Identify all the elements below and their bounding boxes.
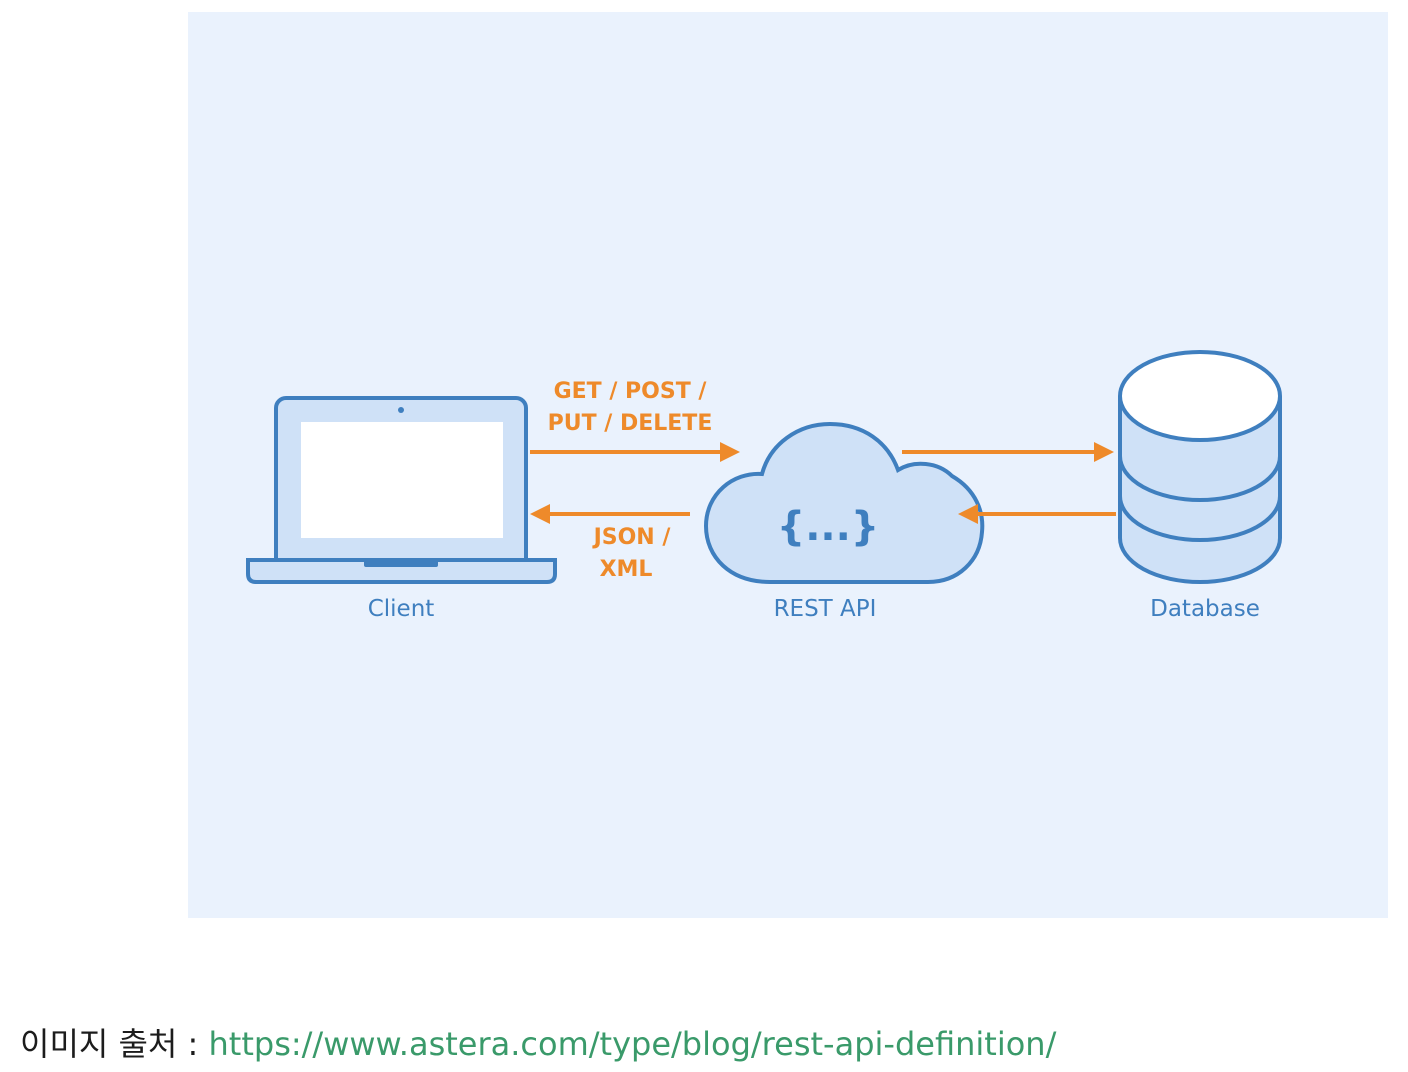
request-methods-label-line2: PUT / DELETE (548, 411, 713, 436)
diagram-canvas: Client GET / POST / PUT / DELETE JSON / … (246, 350, 1282, 622)
response-format-label-line2: XML (600, 557, 653, 582)
source-link[interactable]: https://www.astera.com/type/blog/rest-ap… (208, 1025, 1057, 1063)
rest-api-diagram: Client GET / POST / PUT / DELETE JSON / … (188, 12, 1388, 918)
database-label: Database (1150, 596, 1260, 622)
database-icon (1118, 350, 1282, 584)
response-format-label-line1: JSON / (592, 525, 672, 550)
laptop-icon (246, 396, 557, 584)
api-braces-symbol: {...} (777, 504, 880, 550)
request-methods-label-line1: GET / POST / (554, 379, 708, 404)
image-source-caption: 이미지 출처 : https://www.astera.com/type/blo… (20, 1020, 1056, 1068)
api-label: REST API (774, 596, 877, 622)
caption-prefix: 이미지 출처 : (20, 1025, 209, 1063)
client-label: Client (368, 596, 435, 622)
cloud-icon (703, 421, 985, 584)
